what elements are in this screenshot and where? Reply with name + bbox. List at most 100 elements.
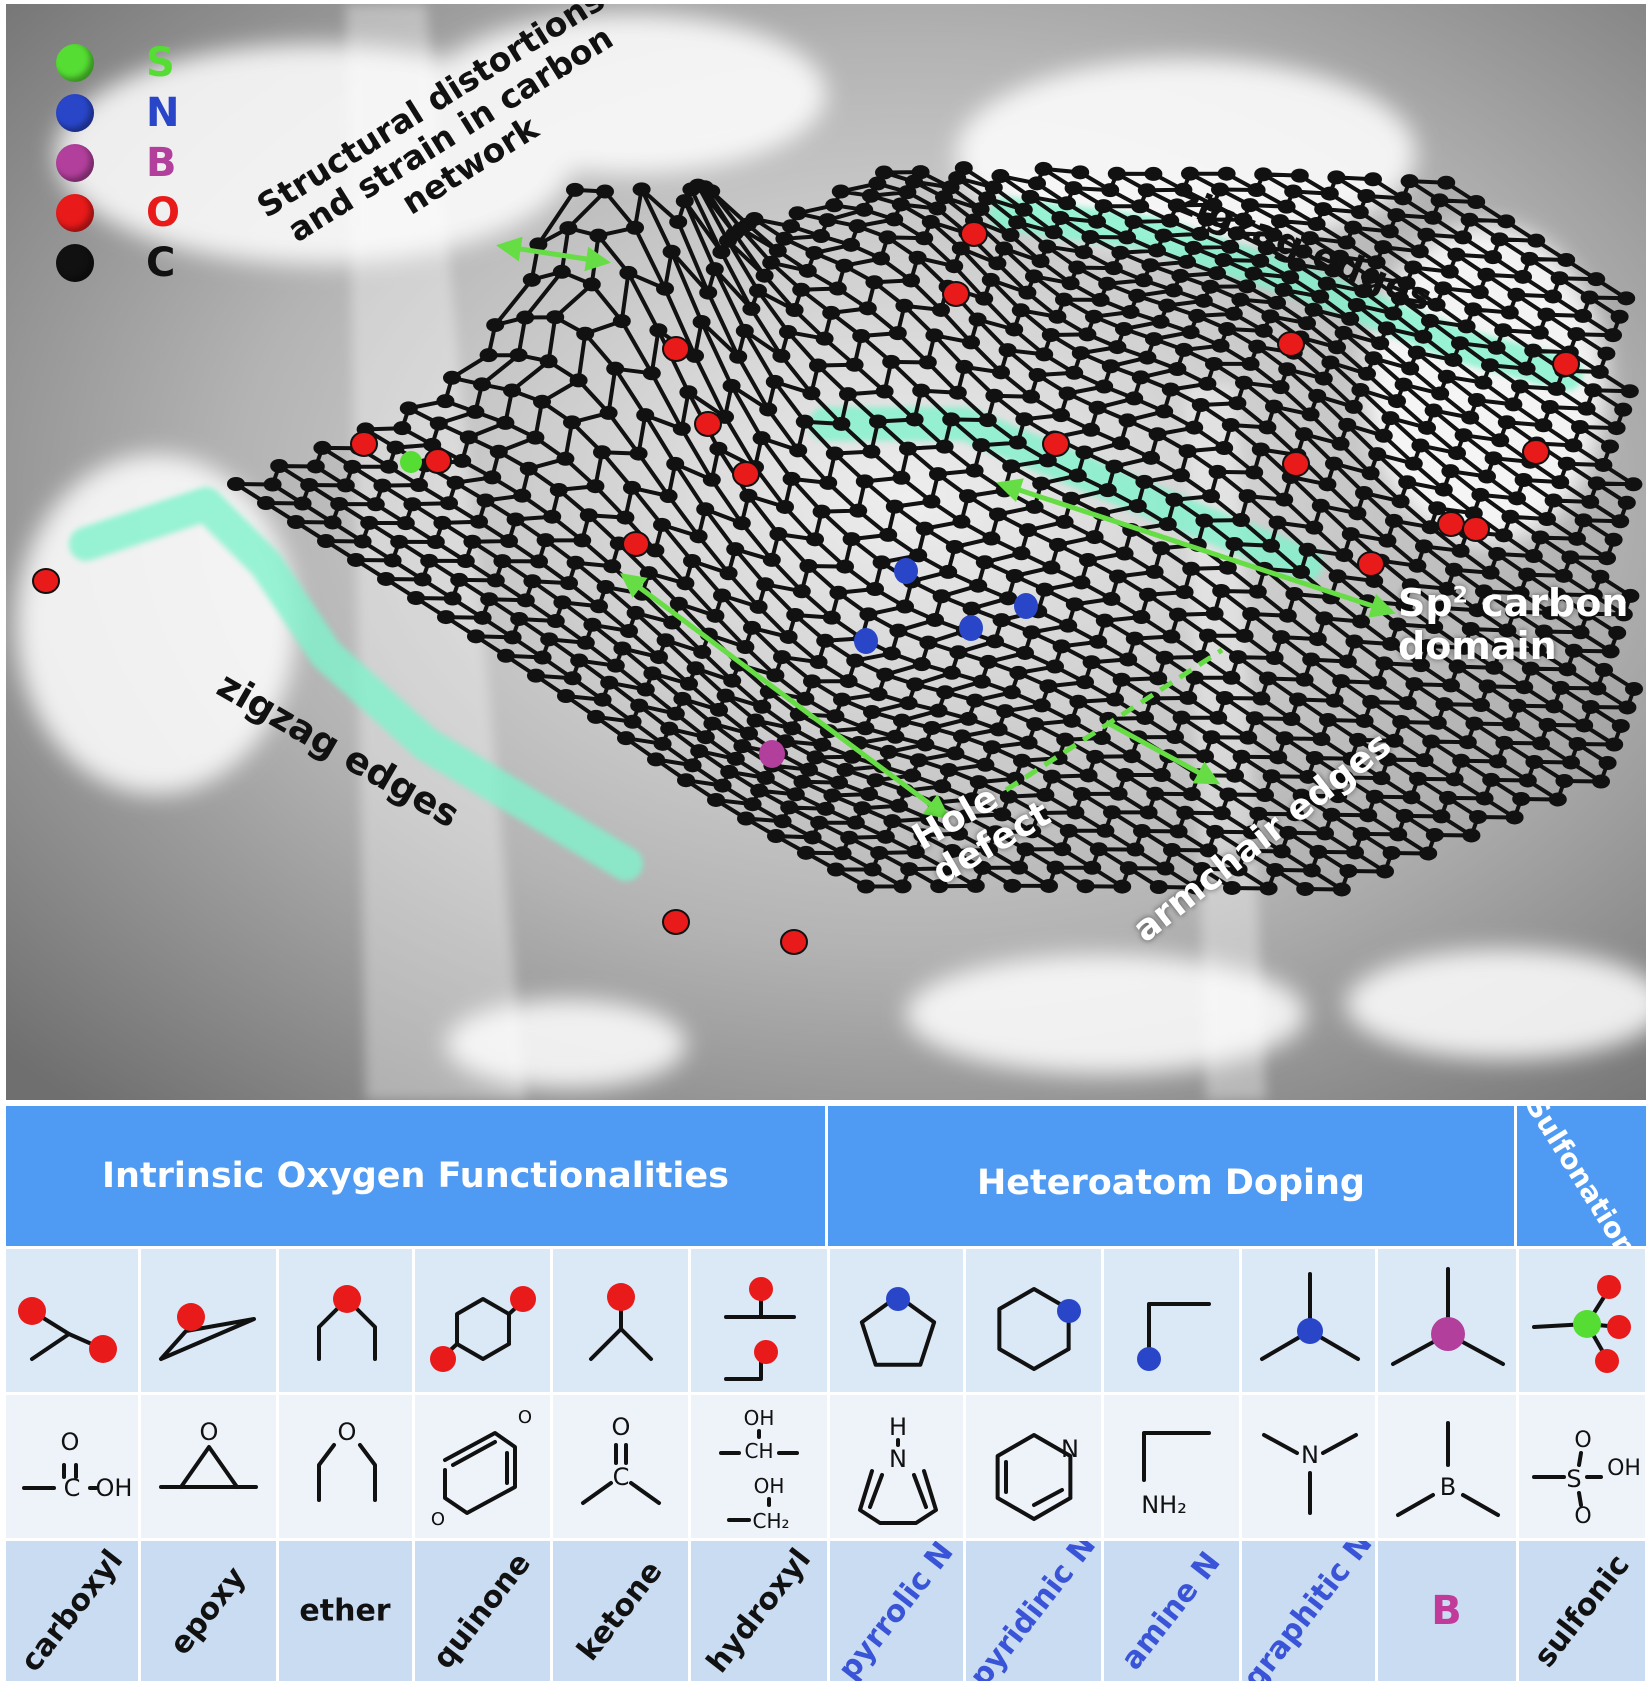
carbon-atom	[1118, 230, 1136, 245]
carbon-atom	[1577, 401, 1596, 416]
carbon-atom	[1337, 235, 1356, 250]
carbon-atom	[926, 612, 944, 627]
carbon-atom	[719, 566, 738, 581]
carbon-atom	[1262, 769, 1281, 784]
carbon-atom	[1134, 273, 1153, 288]
nitrogen-atom	[894, 558, 918, 584]
carbon-atom	[1358, 366, 1376, 381]
formula-text: N	[1301, 1441, 1319, 1469]
atom-dot	[1056, 1299, 1081, 1323]
carbon-atom	[818, 213, 837, 228]
carbon-atom	[918, 355, 937, 370]
carbon-atom	[1089, 634, 1108, 649]
carbon-atom	[1331, 436, 1350, 451]
carbon-atom	[792, 282, 811, 297]
carbon-atom	[675, 194, 694, 209]
arrow-sp2-domain	[996, 478, 1396, 618]
carbon-atom	[1484, 250, 1502, 265]
carbon-atom	[845, 357, 864, 372]
carbon-atom	[975, 291, 994, 306]
carbon-atom	[1113, 879, 1132, 894]
carbon-atom	[959, 711, 978, 726]
label-quinone: quinone	[426, 1546, 538, 1676]
carbon-atom	[1469, 809, 1487, 824]
carbon-atom	[1271, 380, 1290, 395]
carbon-atom	[646, 543, 665, 558]
carbon-atom	[846, 653, 865, 668]
carbon-atom	[1205, 606, 1224, 621]
carbon-atom	[1075, 445, 1094, 460]
legend-letter: S	[146, 40, 175, 86]
carbon-atom	[1088, 400, 1107, 415]
carbon-atom	[1118, 413, 1137, 428]
carbon-atom	[1095, 613, 1114, 628]
atom-dot	[606, 1283, 635, 1311]
carbon-atom	[1497, 214, 1516, 229]
carbon-atom	[939, 762, 958, 777]
carbon-atom	[656, 281, 674, 296]
carbon-atom	[830, 775, 848, 790]
carbon-atom	[506, 512, 525, 527]
carbon-atom	[1470, 285, 1489, 300]
carbon-atom	[1298, 316, 1316, 331]
carbon-atom	[932, 302, 950, 317]
carbon-atom	[1604, 532, 1623, 547]
carbon-atom	[1238, 279, 1256, 294]
carbon-atom	[360, 515, 379, 530]
atom-dot	[1596, 1275, 1621, 1299]
carbon-atom	[453, 453, 472, 468]
carbon-atom	[436, 394, 455, 409]
ball-stick-icon	[158, 1303, 256, 1361]
legend-letter: B	[146, 140, 177, 186]
carbon-atom	[1359, 808, 1378, 823]
carbon-atom	[1131, 370, 1150, 385]
carbon-atom	[1398, 696, 1417, 711]
carbon-atom	[1491, 642, 1510, 657]
carbon-atom	[1259, 671, 1277, 686]
carbon-atom	[1085, 530, 1104, 545]
carbon-atom	[861, 188, 880, 203]
carbon-atom	[1105, 459, 1124, 474]
carbon-atom	[805, 245, 824, 260]
carbon-atom	[1119, 652, 1138, 667]
carbon-atom	[1244, 266, 1263, 281]
carbon-atom	[1126, 842, 1145, 857]
carbon-atom	[1425, 827, 1444, 842]
carbon-atom	[979, 654, 998, 669]
carbon-atom	[1285, 586, 1304, 601]
carbon-atom	[876, 667, 895, 682]
carbon-atom	[1557, 252, 1576, 267]
carbon-atom	[1102, 591, 1121, 606]
icon-cell	[552, 1249, 688, 1392]
atom-dot	[1296, 1318, 1323, 1344]
carbon-atom	[647, 752, 665, 767]
formula-text: O	[199, 1418, 218, 1446]
header-sulfonation: Sulfonation	[1517, 1106, 1646, 1246]
carbon-atom	[1116, 768, 1135, 783]
arrow-hole-defect	[619, 573, 951, 819]
carbon-atom	[1347, 298, 1366, 313]
carbon-atom	[1225, 537, 1244, 552]
carbon-atom	[563, 415, 581, 430]
carbon-atom	[683, 758, 702, 773]
carbon-atom	[1165, 492, 1184, 507]
carbon-atom	[642, 366, 661, 381]
carbon-atom	[347, 552, 365, 567]
carbon-atom	[606, 361, 625, 376]
carbon-atom	[1504, 397, 1523, 412]
carbon-atom	[433, 515, 452, 530]
carbon-atom	[929, 703, 948, 718]
atom-dot	[429, 1346, 456, 1372]
carbon-atom	[1592, 774, 1610, 789]
carbon-atom	[893, 879, 912, 894]
carbon-atom	[1495, 735, 1514, 750]
carbon-atom	[899, 696, 918, 711]
carbon-atom	[450, 572, 469, 587]
carbon-atom	[1535, 624, 1553, 639]
carbon-atom	[1578, 606, 1597, 621]
carbon-atom	[1061, 276, 1080, 291]
carbon-atom	[1505, 810, 1524, 825]
carbon-atom	[1368, 675, 1387, 690]
structural-formula: N	[1261, 1433, 1358, 1515]
